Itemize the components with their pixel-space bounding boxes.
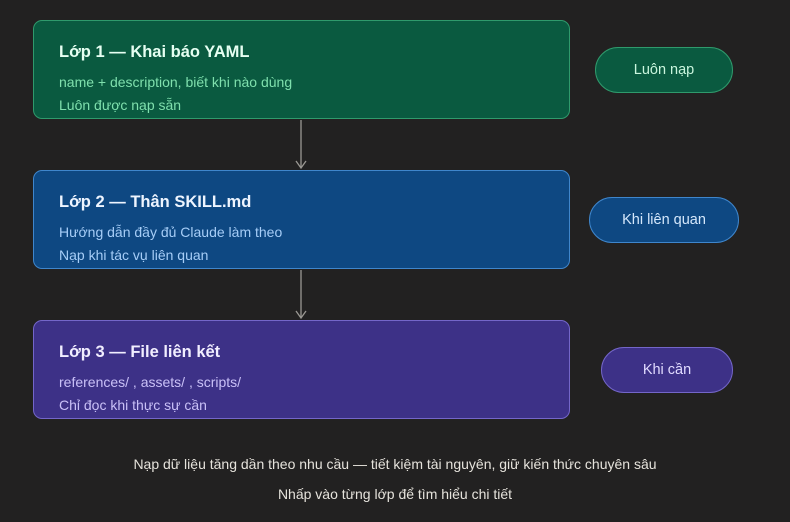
summary-text: Nạp dữ liệu tăng dần theo nhu cầu — tiết… bbox=[133, 456, 657, 472]
layer-2-description: Hướng dẫn đầy đủ Claude làm theo bbox=[59, 224, 283, 240]
layer-3-tag[interactable]: Khi cần bbox=[601, 347, 733, 393]
layer-1-description: name + description, biết khi nào dùng bbox=[59, 74, 293, 90]
layer-2-tag[interactable]: Khi liên quan bbox=[589, 197, 739, 243]
arrow-down-icon bbox=[295, 120, 307, 170]
layer-3-title: Lớp 3 — File liên kết bbox=[59, 343, 221, 361]
layer-3-card[interactable]: Lớp 3 — File liên kết references/ , asse… bbox=[33, 320, 570, 419]
layer-3-load-note: Chỉ đọc khi thực sự cần bbox=[59, 397, 207, 413]
layer-2-card[interactable]: Lớp 2 — Thân SKILL.md Hướng dẫn đầy đủ C… bbox=[33, 170, 570, 269]
layer-3-description: references/ , assets/ , scripts/ bbox=[59, 374, 242, 390]
layer-1-title: Lớp 1 — Khai báo YAML bbox=[59, 43, 250, 61]
layer-1-load-note: Luôn được nạp sẵn bbox=[59, 97, 182, 113]
layer-2-load-note: Nạp khi tác vụ liên quan bbox=[59, 247, 209, 263]
layer-1-tag[interactable]: Luôn nạp bbox=[595, 47, 733, 93]
hint-text: Nhấp vào từng lớp để tìm hiểu chi tiết bbox=[277, 486, 513, 502]
arrow-down-icon bbox=[295, 270, 307, 320]
layer-2-title: Lớp 2 — Thân SKILL.md bbox=[59, 193, 252, 211]
layer-1-card[interactable]: Lớp 1 — Khai báo YAML name + description… bbox=[33, 20, 570, 119]
